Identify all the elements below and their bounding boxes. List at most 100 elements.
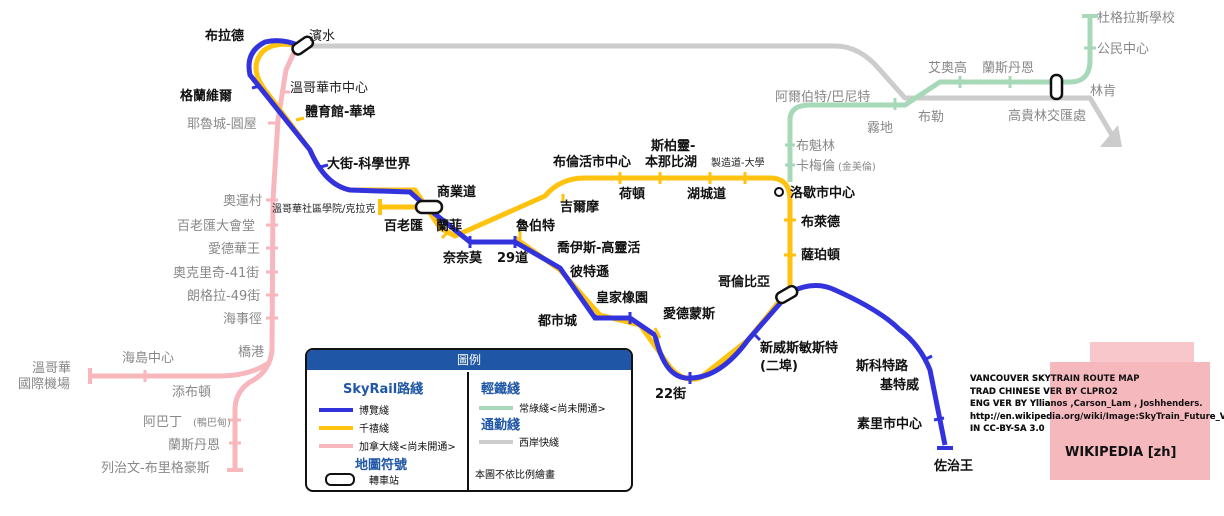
evergreen-line (787, 14, 1098, 182)
wikipedia-label: WIKIPEDIA [zh] (1065, 445, 1177, 460)
credit-line: http://en.wikipedia.org/wiki/Image:SkyTr… (970, 411, 1224, 422)
expo-swatch (319, 407, 353, 412)
station-granville: 格蘭維爾 (180, 88, 232, 104)
legend-canada: 加拿大綫<尚未開通> (319, 438, 456, 453)
station-29th: 29道 (497, 250, 528, 266)
legend-transfer: 轉車站 (325, 472, 399, 487)
station-langara-49th: 朗格拉-49街 (187, 288, 260, 304)
station-king-edward: 愛德華王 (208, 242, 260, 257)
station-columbia: 哥倫比亞 (718, 274, 770, 290)
station-marine-drive: 海事徑 (223, 312, 262, 327)
legend-expo-label: 博覽綫 (359, 406, 389, 417)
transfer-commercial (414, 199, 444, 215)
station-olympic-village: 奧運村 (223, 194, 262, 209)
station-oakridge-41st: 奧克里奇-41街 (173, 265, 259, 281)
station-coquitlam-central: 高貴林交匯處 (1008, 108, 1086, 124)
station-renfrew: 蘭菲 (436, 218, 462, 234)
station-joyce: 喬伊斯-高靈活 (556, 240, 640, 256)
legend-skyrail-title: SkyRail路綫 (343, 382, 424, 397)
legend-scale-note: 本圖不依比例繪畫 (475, 470, 555, 481)
station-inlet: 艾奧高 (928, 60, 967, 76)
legend-lrt-title: 輕鐵綫 (481, 382, 521, 397)
station-coquitlam: 卡梅倫 (796, 159, 835, 174)
credit-line: IN CC-BY-SA 3.0 (970, 424, 1045, 434)
legend-left-column: SkyRail路綫 博覽綫 千禧綫 加拿大綫<尚未開通> 地圖符號 轉車站 (307, 372, 469, 490)
station-broadway-city-hall: 百老匯大會堂 (177, 219, 255, 234)
station-douglas-college: 杜格拉斯學校 (1097, 10, 1175, 26)
map-legend: 圖例 SkyRail路綫 博覽綫 千禧綫 加拿大綫<尚未開通> 地圖符號 轉車站… (305, 348, 633, 492)
station-coquitlam-sub: (金美倫) (838, 160, 876, 173)
station-lansdowne: 蘭斯丹恩 (168, 437, 220, 453)
station-barnet: 阿爾伯特/巴尼特 (775, 90, 870, 105)
station-bridgeport: 橋港 (238, 345, 264, 360)
station-new-westminster: 新威斯敏斯特 (760, 340, 838, 356)
station-yaletown: 耶魯城-圓屋 (187, 117, 257, 132)
station-rupert: 魯伯特 (515, 218, 555, 234)
legend-westcoast-label: 西岸快綫 (519, 438, 559, 449)
station-yvr-1: 溫哥華 (32, 361, 71, 376)
station-moody: 霧地 (867, 121, 893, 136)
credit-line: IN CC-BY-SA 3.0 (970, 424, 1045, 434)
station-royal-oak: 皇家橡園 (596, 290, 648, 306)
wiki-box (1050, 362, 1210, 480)
transfer-icon (325, 473, 355, 486)
station-lake-city: 湖城道 (687, 186, 726, 202)
credit-line: ENG VER BY Yllianos ,Carson_Lam , Joshhe… (970, 399, 1203, 409)
legend-evergreen: 常綠綫<尚未開通> (479, 400, 606, 415)
westcoast-swatch (479, 439, 513, 444)
station-ticks (143, 46, 1096, 445)
station-sapperton: 薩珀頓 (801, 247, 840, 263)
station-vcc-clark: 溫哥華社區學院/克拉克 (272, 202, 375, 215)
transfer-coquitlam-central (1049, 73, 1064, 101)
transfer-columbia (775, 284, 799, 305)
station-burrard: 布拉德 (205, 28, 244, 44)
credit-line: TRAD CHINESE VER BY CLPRO2 (970, 386, 1118, 397)
west-coast-express-line (300, 43, 1122, 147)
station-king-george: 佐治王 (933, 458, 973, 474)
legend-transfer-label: 轉車站 (369, 476, 399, 487)
station-sea-island-centre: 海島中心 (122, 351, 174, 366)
transfer-stations (291, 35, 1064, 305)
station-sperling: 斯柏靈- (651, 138, 695, 154)
legend-evergreen-label: 常綠綫<尚未開通> (519, 404, 606, 415)
legend-symbols-title: 地圖符號 (355, 458, 408, 473)
station-broadway: 百老匯 (384, 218, 423, 234)
station-aberdeen: 阿巴丁 (143, 415, 182, 430)
millennium-swatch (319, 425, 353, 430)
legend-westcoast: 西岸快綫 (479, 434, 559, 449)
station-commercial: 商業道 (437, 184, 476, 200)
station-new-westminster-sub: (二埠) (760, 358, 798, 374)
legend-millennium-label: 千禧綫 (359, 424, 389, 435)
station-aberdeen-sub: (鴨巴甸) (193, 416, 231, 429)
station-civic-centre: 公民中心 (1097, 42, 1149, 57)
canada-swatch (319, 443, 353, 448)
credit-line: TRAD CHINESE VER BY CLPRO2 (970, 386, 1118, 397)
station-stadium: 體育館-華埠 (305, 104, 375, 120)
legend-right-column: 輕鐵綫 常綠綫<尚未開通> 通勤綫 西岸快綫 本圖不依比例繪畫 (469, 372, 631, 490)
evergreen-swatch (479, 405, 513, 410)
station-main: 大街-科學世界 (327, 156, 410, 172)
station-gilmore: 吉爾摩 (560, 199, 600, 215)
station-yvr-2: 國際機場 (18, 377, 70, 392)
station-ioco: 布勒 (918, 110, 944, 125)
station-lougheed: 洛歇市中心 (790, 185, 855, 201)
station-gateway: 基特威 (879, 377, 919, 393)
station-patterson: 彼特遜 (570, 264, 609, 280)
transfer-lougheed (774, 187, 784, 197)
station-templeton: 添布頓 (172, 385, 211, 400)
legend-canada-label: 加拿大綫<尚未開通> (359, 442, 456, 453)
legend-millennium: 千禧綫 (319, 420, 389, 435)
station-surrey-central: 素里市中心 (857, 416, 922, 432)
station-braid: 布萊德 (801, 214, 840, 230)
legend-commuter-title: 通勤綫 (481, 418, 521, 433)
station-burquitlam: 布魁林 (796, 138, 835, 154)
canada-line (88, 46, 299, 472)
station-brentwood: 布倫活市中心 (553, 154, 631, 170)
credit-line: VANCOUVER SKYTRAIN ROUTE MAP (970, 374, 1140, 384)
legend-expo: 博覽綫 (319, 402, 389, 417)
station-22nd: 22街 (655, 386, 686, 402)
station-edmonds: 愛德蒙斯 (663, 306, 715, 322)
station-metrotown: 都市城 (537, 313, 577, 329)
legend-title: 圖例 (307, 350, 631, 370)
